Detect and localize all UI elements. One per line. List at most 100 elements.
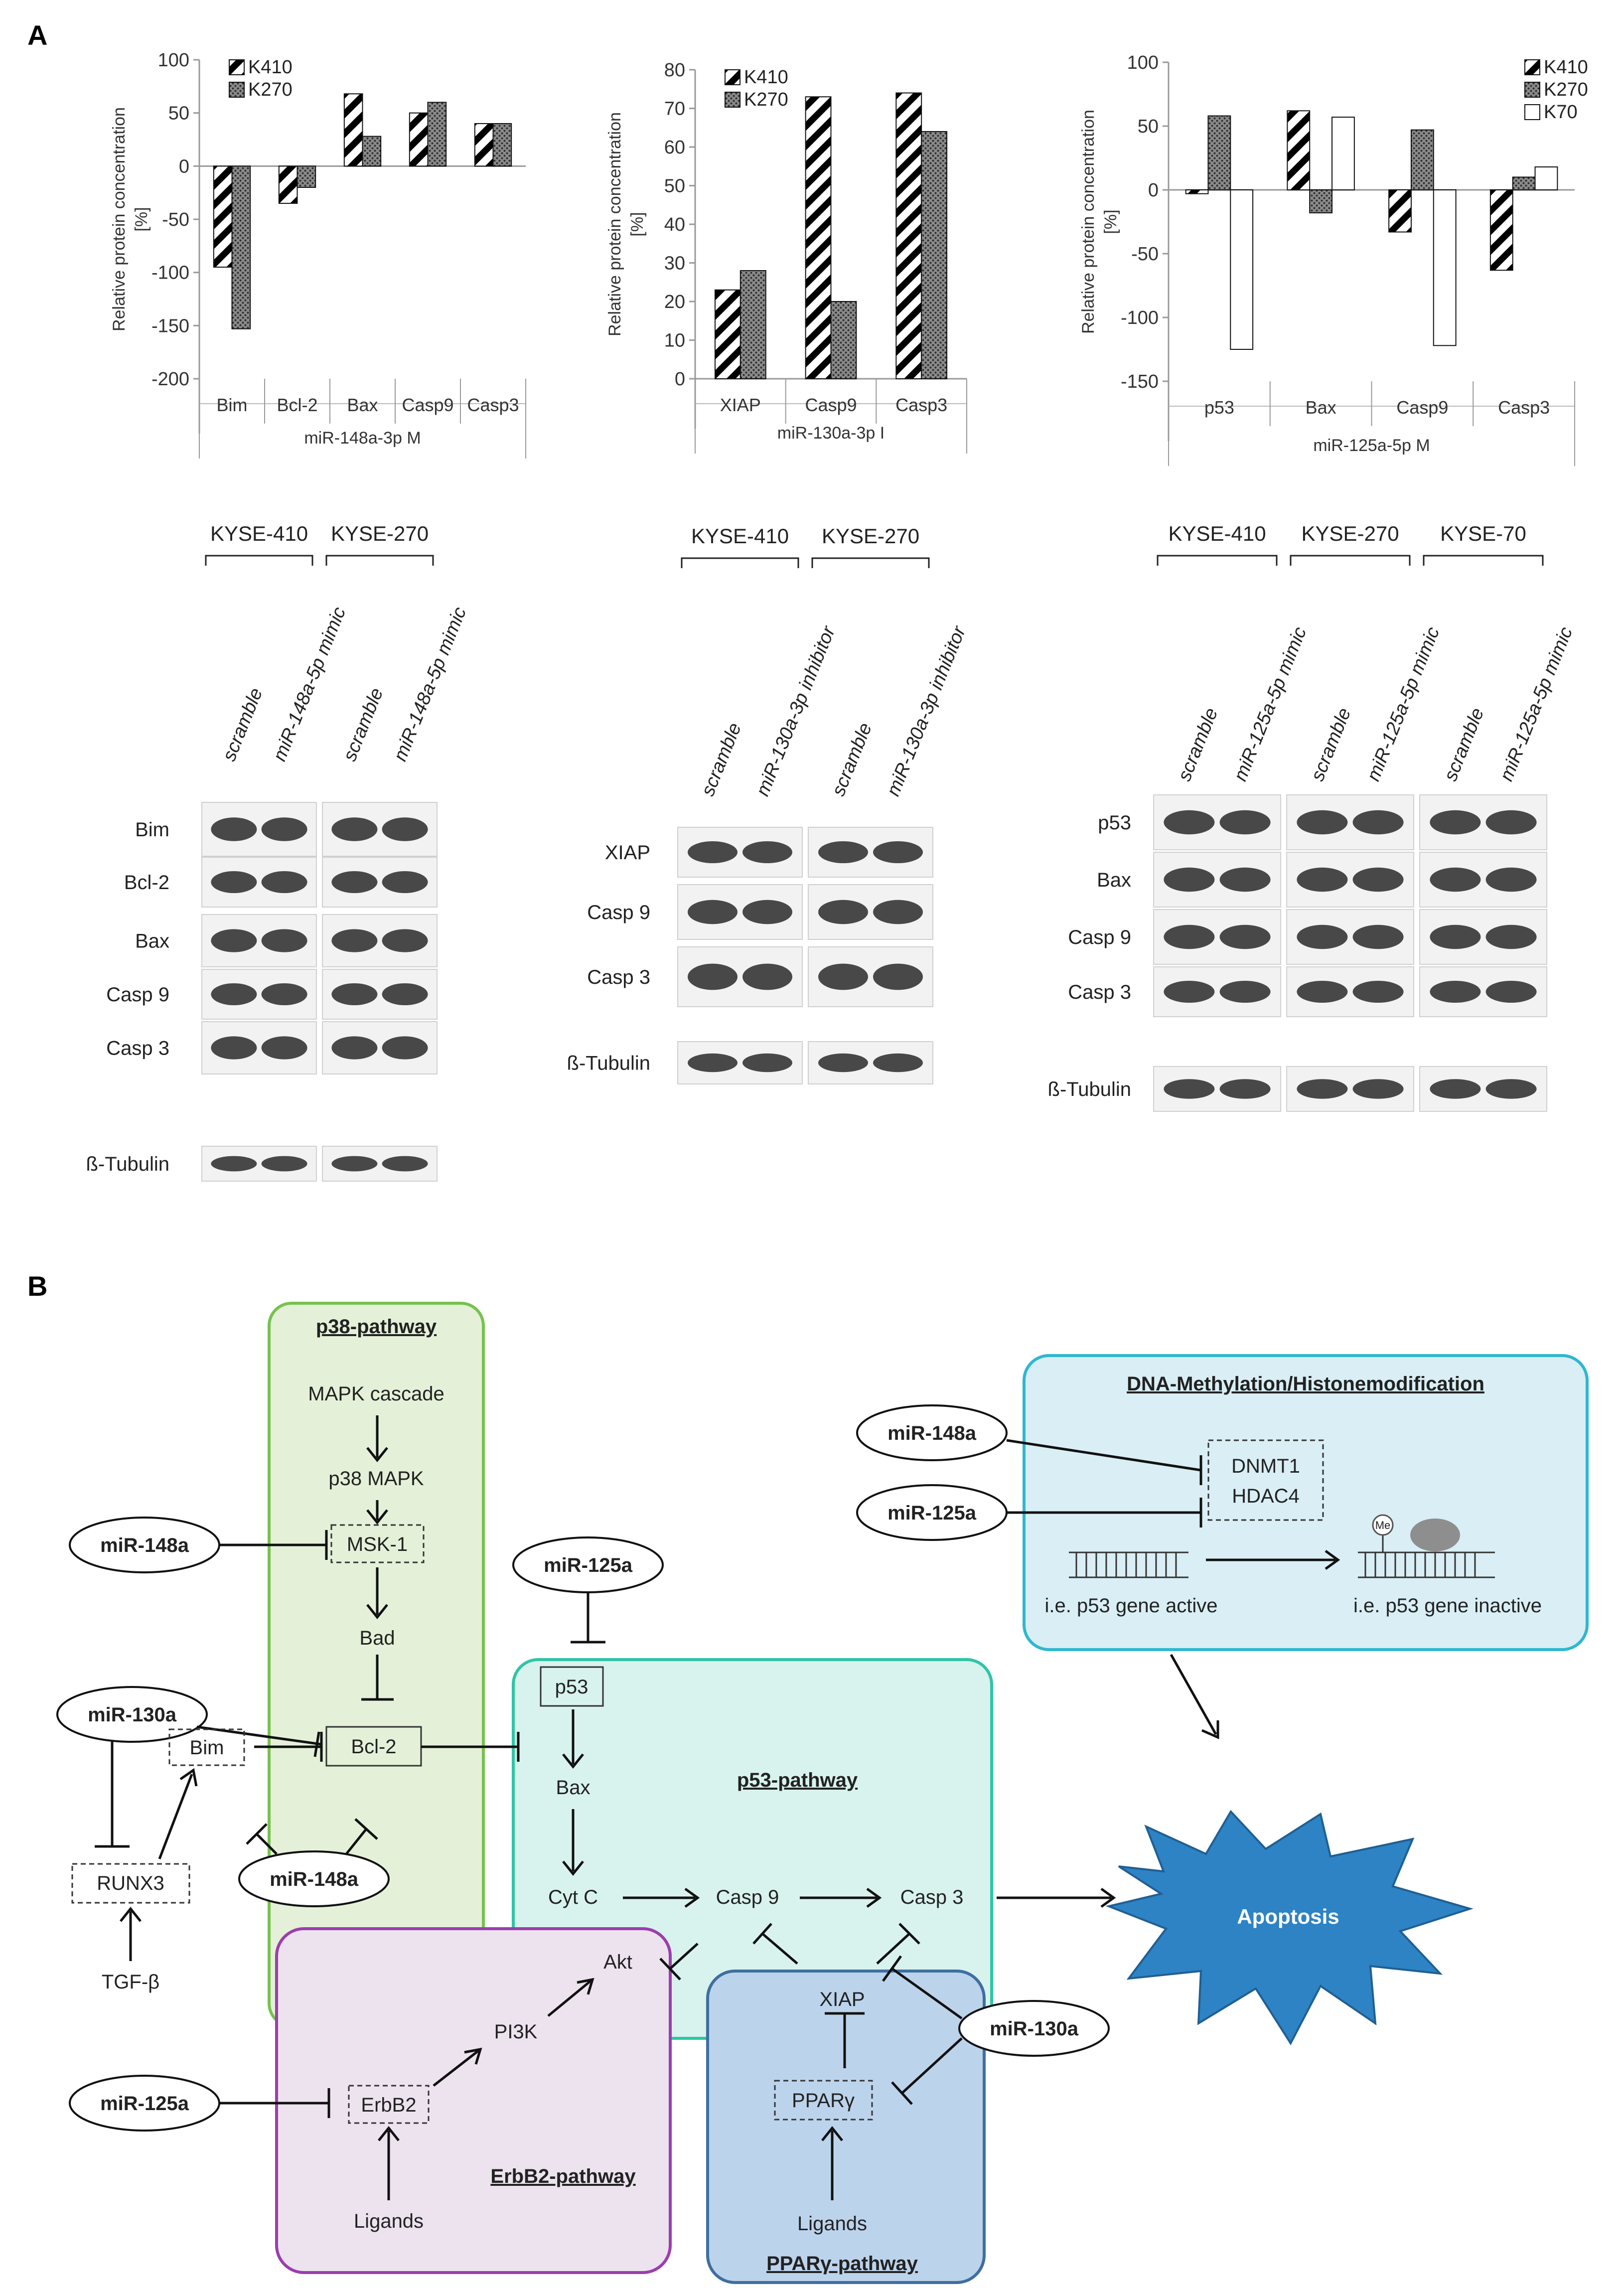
blot-band bbox=[1430, 867, 1481, 892]
bar-K410-Casp9 bbox=[409, 112, 429, 167]
mir148a-label-3: miR-148a bbox=[887, 1422, 977, 1444]
y-tick-label: 100 bbox=[1127, 52, 1159, 73]
y-tick-label: -50 bbox=[162, 209, 189, 230]
histone-icon bbox=[1410, 1519, 1460, 1551]
y-tick-label: 10 bbox=[664, 330, 685, 351]
y-tick-label: 50 bbox=[1138, 116, 1159, 137]
blot-band bbox=[331, 817, 378, 841]
protein-label: Casp 3 bbox=[1068, 981, 1131, 1003]
cell-line-bracket bbox=[325, 555, 434, 566]
blot-band bbox=[261, 1036, 307, 1060]
blot-band bbox=[331, 1156, 378, 1172]
mir148a-label-1: miR-148a bbox=[100, 1534, 189, 1556]
y-tick-label: 100 bbox=[158, 50, 189, 71]
xiap-node: XIAP bbox=[819, 1988, 865, 2010]
p38-mapk-node: p38 MAPK bbox=[328, 1468, 424, 1490]
cell-line-bracket bbox=[1290, 555, 1411, 566]
dnmt1-hdac4-box bbox=[1207, 1439, 1324, 1521]
mir148a-ellipse-3 bbox=[856, 1404, 1008, 1461]
legend-swatch-K270 bbox=[1524, 82, 1540, 98]
blot-band bbox=[742, 841, 792, 863]
blot-band bbox=[261, 871, 307, 893]
legend-label-K70: K70 bbox=[1544, 102, 1578, 123]
blot-band bbox=[1352, 924, 1404, 949]
y-axis-unit: [%] bbox=[1101, 209, 1120, 234]
blot-band bbox=[261, 929, 307, 952]
bim-box bbox=[168, 1728, 245, 1766]
blot-band bbox=[1352, 867, 1404, 892]
msk1-box bbox=[330, 1524, 425, 1563]
lane-label: miR-148a-5p mimic bbox=[390, 604, 470, 764]
blot-band bbox=[211, 1156, 257, 1172]
panel-b-label: B bbox=[27, 1270, 47, 1302]
ppary-node: PPARγ bbox=[792, 2090, 855, 2112]
protein-label: Bim bbox=[135, 819, 169, 841]
category-label: Casp9 bbox=[1396, 397, 1448, 418]
blot-band bbox=[211, 871, 257, 893]
blot-band bbox=[1297, 1079, 1348, 1099]
cell-line-bracket bbox=[1423, 555, 1544, 566]
category-label: Bim bbox=[217, 395, 248, 415]
bcl2-node: Bcl-2 bbox=[351, 1736, 396, 1758]
lane-label: miR-125a-5p mimic bbox=[1230, 624, 1311, 784]
blot-band bbox=[1430, 810, 1481, 835]
mir130a-label-2: miR-130a bbox=[990, 2018, 1079, 2040]
blot-band bbox=[1485, 810, 1537, 835]
blot-band bbox=[818, 841, 868, 863]
blot-band bbox=[1164, 1079, 1215, 1099]
y-tick-label: 70 bbox=[664, 99, 685, 120]
blot-band bbox=[211, 817, 257, 841]
blot-band bbox=[1297, 810, 1348, 835]
y-tick-label: 20 bbox=[664, 292, 685, 312]
category-label: XIAP bbox=[720, 395, 761, 415]
bad-node: Bad bbox=[359, 1627, 395, 1649]
y-tick-label: 30 bbox=[664, 253, 685, 274]
bar-K270-Casp9 bbox=[830, 301, 857, 379]
legend-swatch-K410 bbox=[1524, 59, 1540, 75]
cytc-node: Cyt C bbox=[548, 1886, 598, 1908]
methyl-label: Me bbox=[1375, 1519, 1391, 1531]
y-tick-label: -200 bbox=[151, 369, 189, 390]
y-tick-label: 0 bbox=[675, 369, 685, 390]
blot-band bbox=[1430, 981, 1481, 1003]
lane-label: miR-130a-3p inhibitor bbox=[883, 623, 970, 799]
bar-K270-Bax bbox=[362, 136, 382, 167]
legend-label-K410: K410 bbox=[248, 57, 293, 78]
protein-label: ß-Tubulin bbox=[567, 1053, 650, 1074]
legend-swatch-K410 bbox=[725, 69, 740, 85]
category-label: Bax bbox=[1306, 397, 1336, 418]
protein-label: p53 bbox=[1098, 812, 1131, 834]
mir130a-ellipse-1 bbox=[56, 1686, 208, 1743]
bar-K270-Casp9 bbox=[427, 102, 447, 167]
chart-group-label: miR-148a-3p M bbox=[304, 429, 421, 448]
y-tick-label: -100 bbox=[1121, 307, 1159, 328]
category-label: Bcl-2 bbox=[277, 395, 317, 415]
lane-label: scramble bbox=[1440, 705, 1488, 784]
bar-K270-Bcl-2 bbox=[296, 165, 316, 188]
protein-label: Casp 9 bbox=[1068, 926, 1131, 948]
cell-line-label: KYSE-270 bbox=[1301, 522, 1399, 545]
legend-label-K270: K270 bbox=[248, 79, 293, 100]
methyl-group-icon bbox=[1372, 1514, 1394, 1536]
blot-band bbox=[1352, 1079, 1404, 1099]
bar-K270-p53 bbox=[1207, 115, 1231, 190]
category-label: Casp9 bbox=[805, 395, 857, 415]
bar-K410-XIAP bbox=[714, 289, 741, 379]
bar-K410-Casp3 bbox=[1489, 189, 1513, 271]
blot-band bbox=[1297, 981, 1348, 1003]
blot-band bbox=[331, 871, 378, 893]
bar-K270-Casp3 bbox=[921, 131, 948, 379]
blot-band bbox=[1485, 924, 1537, 949]
bar-K410-Casp3 bbox=[474, 123, 494, 167]
y-axis-label: Relative protein concentration bbox=[605, 112, 624, 336]
apoptosis-star-icon bbox=[1105, 1810, 1474, 2045]
legend-label-K410: K410 bbox=[744, 67, 788, 88]
dnmt1-node: DNMT1 bbox=[1231, 1455, 1300, 1477]
mir148a-ellipse-2 bbox=[238, 1850, 390, 1907]
lane-label: scramble bbox=[828, 720, 876, 799]
bar-K410-Casp9 bbox=[1388, 189, 1412, 233]
p53-node: p53 bbox=[555, 1676, 589, 1698]
bar-K410-Bax bbox=[1287, 110, 1311, 190]
